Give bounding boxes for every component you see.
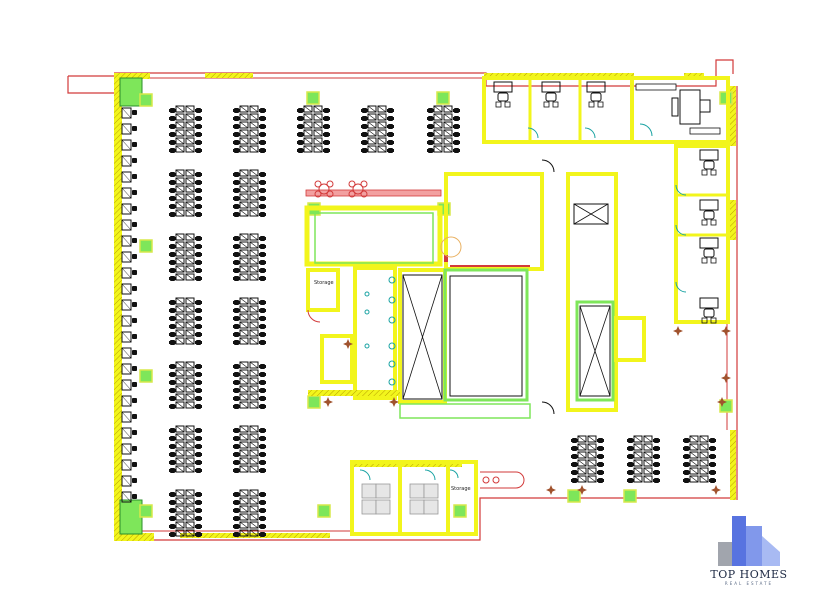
side-workstation	[121, 411, 138, 423]
top-right-offices	[482, 76, 730, 324]
desk-cluster	[169, 426, 202, 473]
desk-cluster	[169, 362, 202, 409]
column-square	[307, 395, 321, 409]
desk-cluster	[627, 436, 660, 483]
side-workstation	[121, 283, 138, 295]
brand-name: TOP HOMES	[710, 568, 788, 581]
desk-cluster	[233, 234, 266, 281]
column-square	[139, 93, 153, 107]
column-square	[317, 504, 331, 518]
side-workstation	[121, 443, 138, 455]
side-workstation	[121, 395, 138, 407]
columns	[139, 91, 733, 518]
desk-cluster	[571, 436, 604, 483]
plant-icon	[711, 485, 721, 495]
side-workstation	[121, 379, 138, 391]
side-workstation	[121, 139, 138, 151]
side-workstation	[121, 155, 138, 167]
side-workstation	[121, 235, 138, 247]
desk-cluster	[297, 106, 330, 153]
restroom-fixtures	[364, 276, 396, 386]
side-workstation	[121, 267, 138, 279]
desk-cluster	[169, 234, 202, 281]
desk-cluster	[683, 436, 716, 483]
column-square	[436, 91, 450, 105]
desk-cluster	[169, 490, 202, 537]
door-swings	[307, 159, 555, 415]
left-wall-columns	[119, 77, 143, 535]
desk-cluster	[233, 362, 266, 409]
plant-icon	[673, 326, 683, 336]
column-square	[567, 489, 581, 503]
desk-cluster	[233, 426, 266, 473]
plant-icon	[721, 373, 731, 383]
side-workstation	[121, 475, 138, 487]
bottom-meeting-rooms	[350, 460, 525, 536]
brand-logo: TOP HOMES REAL ESTATE	[688, 512, 810, 588]
left-wall-workstations	[121, 107, 138, 503]
column-square	[139, 369, 153, 383]
desk-cluster	[361, 106, 394, 153]
side-workstation	[121, 347, 138, 359]
desk-cluster	[233, 106, 266, 153]
side-workstation	[121, 203, 138, 215]
side-workstation	[121, 299, 138, 311]
column-square	[139, 504, 153, 518]
plant-icon	[721, 326, 731, 336]
storage-label-bottom: Storage	[451, 486, 471, 492]
column-square	[623, 489, 637, 503]
side-workstation	[121, 331, 138, 343]
desk-cluster	[233, 170, 266, 217]
building-icon	[718, 516, 780, 566]
desk-cluster	[233, 490, 266, 537]
side-workstation	[121, 187, 138, 199]
side-workstation	[121, 459, 138, 471]
brand-tagline: REAL ESTATE	[724, 581, 774, 586]
side-workstation	[121, 251, 138, 263]
desk-cluster	[233, 298, 266, 345]
plant-icon	[323, 397, 333, 407]
side-workstation	[121, 219, 138, 231]
side-workstation	[121, 427, 138, 439]
desk-cluster	[169, 170, 202, 217]
plant-icon	[546, 485, 556, 495]
side-workstation	[121, 107, 138, 119]
desk-cluster	[169, 298, 202, 345]
meeting-round-tables	[314, 180, 368, 198]
side-workstation	[121, 315, 138, 327]
column-square	[453, 504, 467, 518]
side-workstation	[121, 363, 138, 375]
column-square	[306, 91, 320, 105]
desk-cluster	[427, 106, 460, 153]
side-workstation	[121, 123, 138, 135]
central-core	[304, 172, 646, 419]
side-workstation	[121, 171, 138, 183]
column-square	[139, 239, 153, 253]
storage-label-left: Storage	[314, 280, 334, 286]
desk-cluster	[169, 106, 202, 153]
